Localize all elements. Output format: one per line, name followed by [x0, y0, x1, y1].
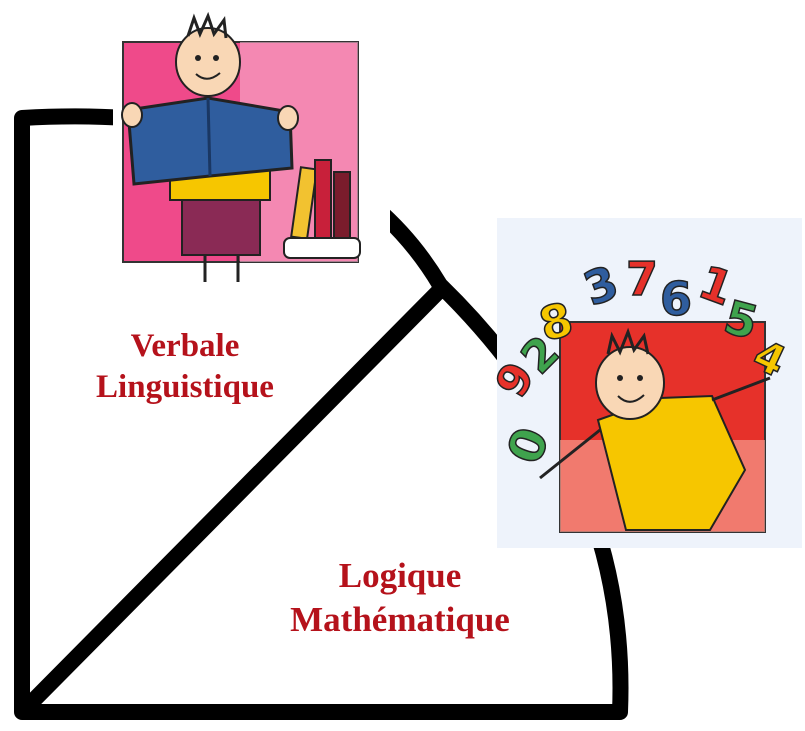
verbal-label-line1: Verbale	[130, 328, 240, 364]
child2-arm-left	[539, 428, 601, 480]
book-red-icon	[314, 159, 332, 239]
logic-label-line2: Mathématique	[290, 599, 510, 639]
child2-eye-left	[617, 375, 623, 381]
logic-label-line1: Logique	[338, 556, 462, 595]
open-book-spine	[206, 97, 212, 177]
child2-smile	[617, 394, 645, 403]
child1-smile	[195, 72, 221, 80]
juggling-child-illustration: 0 9 2 8 3 7 6 1 5 4	[485, 218, 802, 548]
child1-hand-left	[121, 102, 143, 128]
child2-hair	[606, 327, 650, 356]
logical-mathematical-label: Logique Mathématique	[225, 554, 575, 642]
child1-eye-left	[195, 55, 201, 61]
child1-eye-right	[213, 55, 219, 61]
child1-hair	[186, 11, 228, 39]
child2-head	[595, 346, 665, 420]
segment-divider	[18, 280, 450, 716]
verbal-label-line2: Linguistique	[96, 369, 274, 406]
child1-shorts	[181, 194, 261, 256]
book-maroon-icon	[333, 171, 351, 239]
child2-arm-right	[711, 376, 771, 402]
child1-hand-right	[277, 105, 299, 131]
number-6: 6	[660, 272, 692, 326]
reading-child-illustration	[113, 8, 390, 294]
number-7: 7	[626, 252, 658, 306]
child2-eye-right	[637, 375, 643, 381]
child1-head	[175, 27, 241, 97]
verbal-linguistic-label: Verbale Linguistique	[60, 326, 310, 409]
book-lying-icon	[283, 237, 361, 259]
